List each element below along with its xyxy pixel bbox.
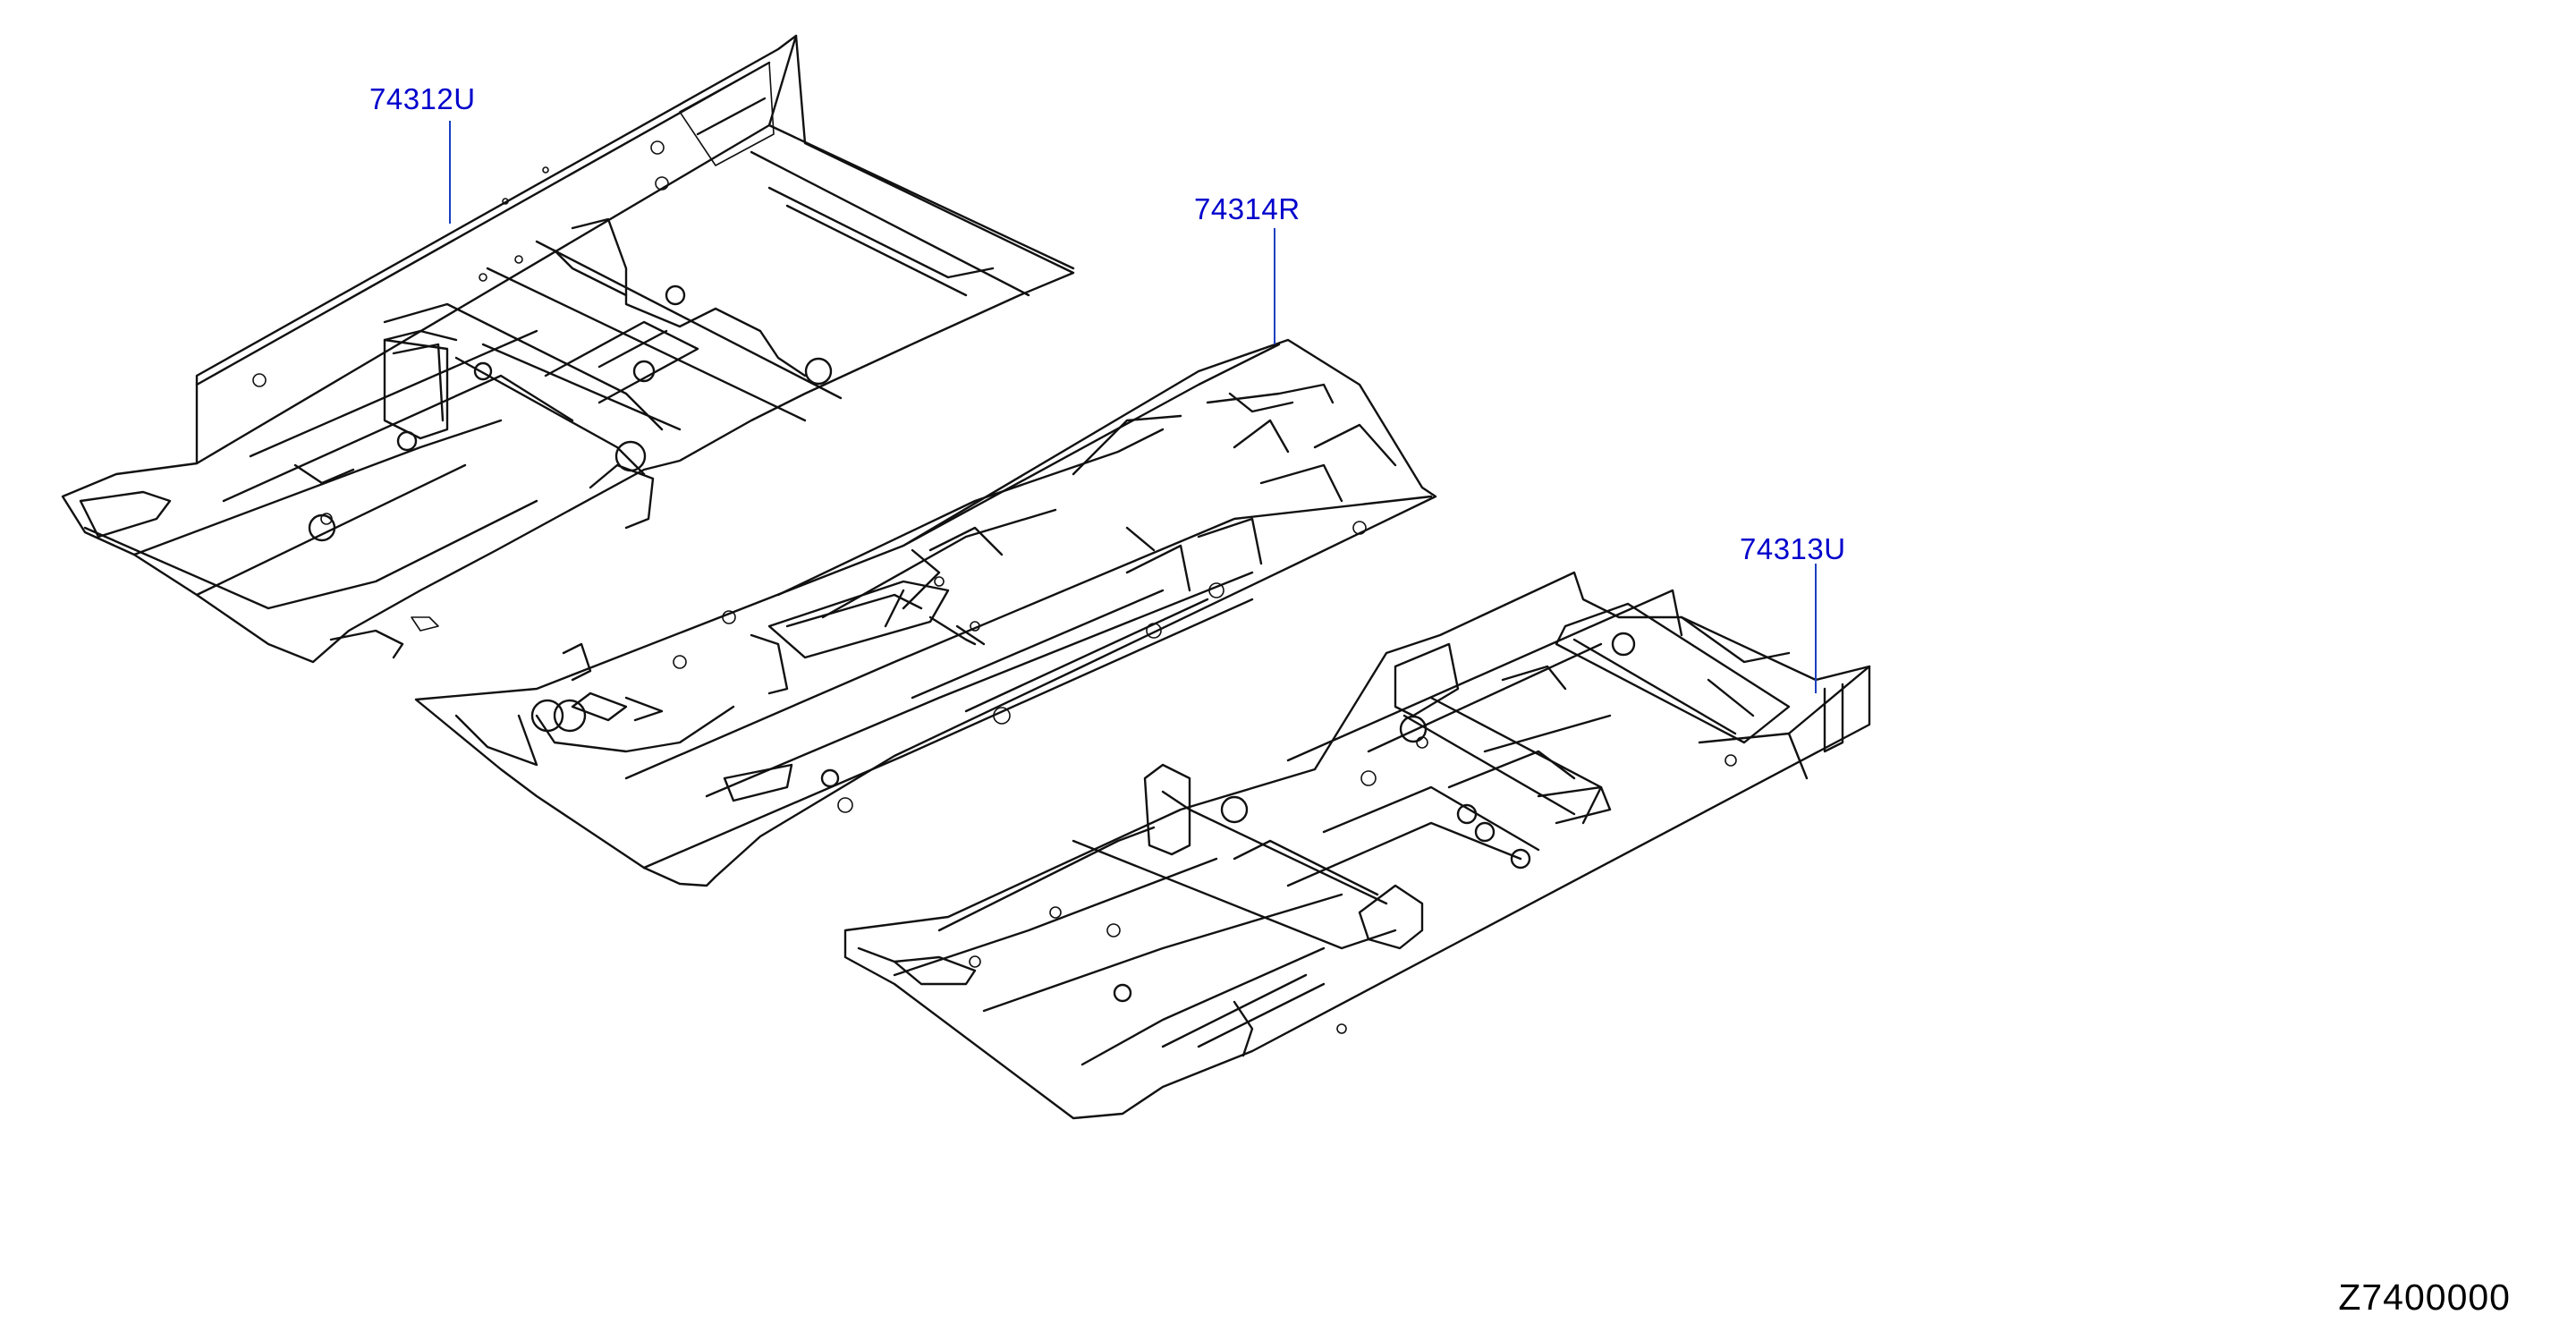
callout-74313U[interactable]: 74313U xyxy=(1740,532,1846,565)
diagram-id: Z7400000 xyxy=(2338,1277,2511,1318)
floor-panel-74312U[interactable] xyxy=(61,34,1075,664)
floor-panel-74313U[interactable] xyxy=(843,571,1871,1120)
callout-74314R[interactable]: 74314R xyxy=(1194,192,1301,225)
tunnel-panel-74314R[interactable] xyxy=(414,338,1437,887)
callout-74312U[interactable]: 74312U xyxy=(369,82,476,115)
